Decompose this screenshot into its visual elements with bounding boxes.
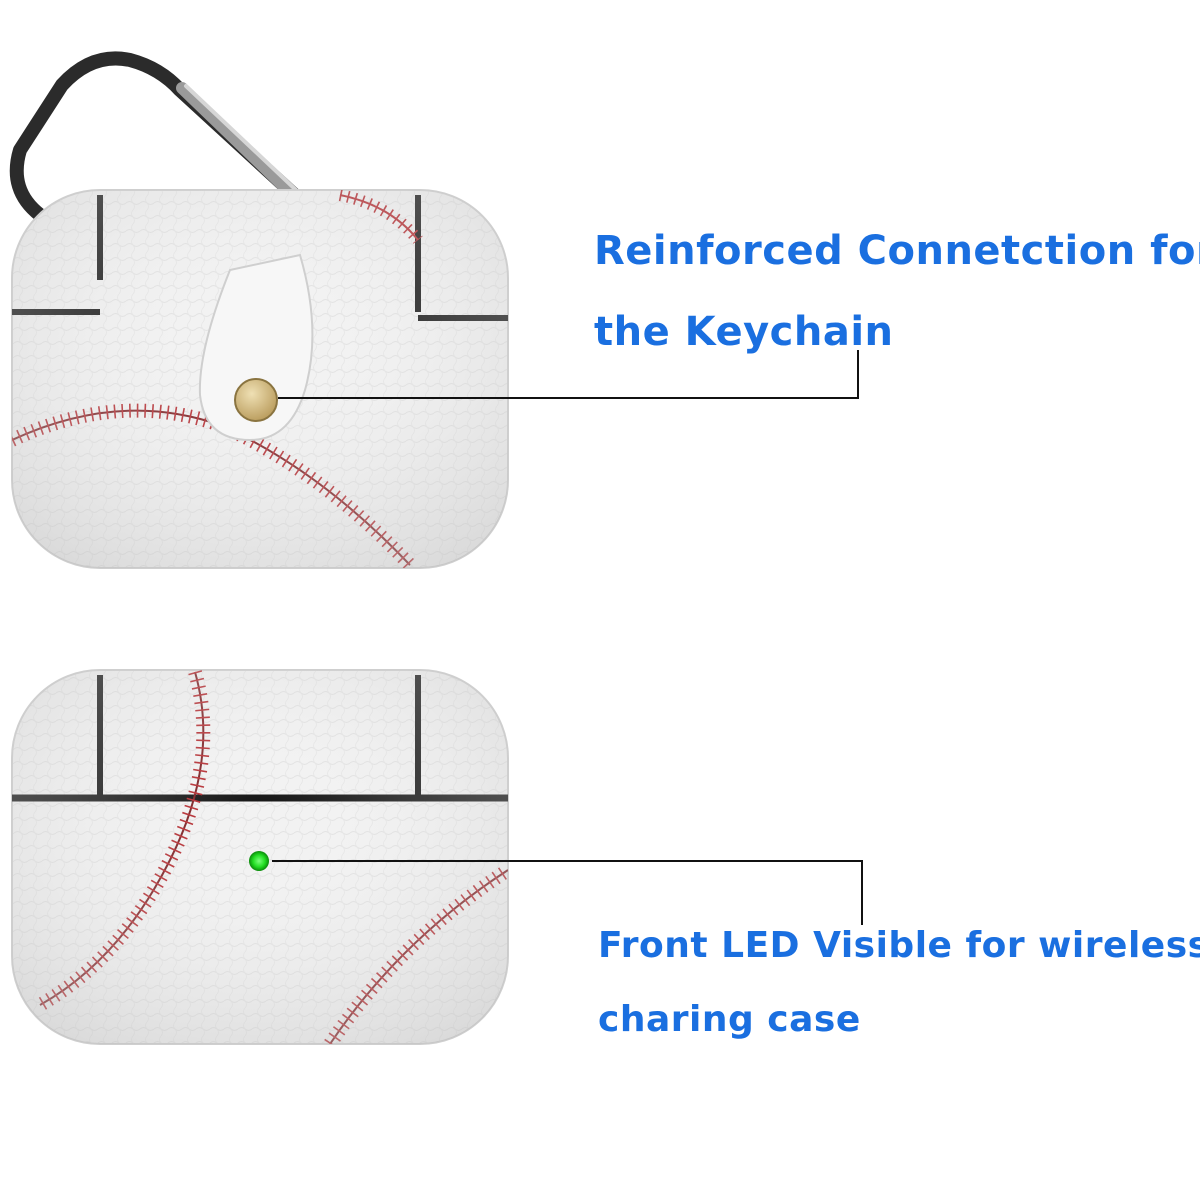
keychain-caption-line-1: Reinforced Connetction for xyxy=(594,228,1200,274)
callout-line-led xyxy=(272,860,863,925)
top-case xyxy=(9,51,859,569)
callout-line-keychain xyxy=(278,350,859,399)
keychain-caption-line-2: the Keychain xyxy=(594,309,894,355)
bottom-case xyxy=(11,669,863,1045)
snap-button-icon xyxy=(234,378,278,422)
led-indicator-icon xyxy=(249,851,269,871)
led-caption-line-2: charing case xyxy=(598,999,861,1040)
keychain-tab xyxy=(198,253,314,442)
led-caption-line-1: Front LED Visible for wireless xyxy=(598,925,1200,966)
